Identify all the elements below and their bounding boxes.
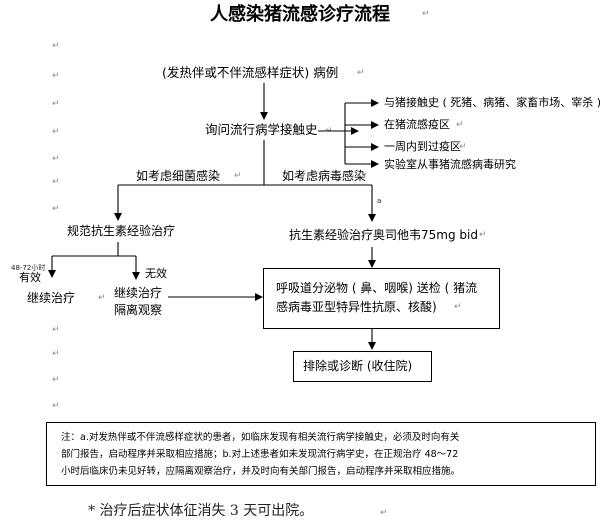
paragraph-mark: ↵	[454, 302, 462, 312]
epidemiology-inquiry: 询问流行病学接触史	[205, 122, 318, 137]
diagnosis-text: 排除或诊断 (收住院)	[303, 359, 413, 373]
sample-test-box: 呼吸道分泌物 ( 鼻、咽喉) 送检 ( 猪流 感病毒亚型特异性抗原、核酸) ↵	[263, 268, 500, 329]
continue-isolate-line1: 继续治疗	[114, 286, 163, 300]
paragraph-mark: ↵	[52, 41, 60, 51]
bacterial-branch-label: 如考虑细菌感染	[136, 169, 221, 183]
diagnosis-box: 排除或诊断 (收住院)	[293, 351, 432, 382]
effective-label: 有效	[19, 271, 41, 284]
paragraph-mark: ↵	[380, 508, 388, 518]
paragraph-mark: ↵	[52, 375, 60, 385]
start-case: (发热伴或不伴流感样症状) 病例	[162, 65, 339, 80]
viral-treatment: 抗生素经验治疗奥司他韦75mg bid	[289, 228, 478, 242]
contact-item: 实验室从事猪流感病毒研究	[384, 158, 516, 171]
paragraph-mark: ↵	[52, 349, 60, 359]
sample-box-line1: 呼吸道分泌物 ( 鼻、咽喉) 送检 ( 猪流	[276, 281, 478, 295]
contact-item: 与猪接触史 ( 死猪、病猪、家畜市场、宰杀 )	[384, 96, 600, 109]
contact-item: 一周内到过疫区	[384, 140, 461, 153]
paragraph-mark: ↵	[479, 230, 487, 240]
paragraph-mark: ↵	[98, 293, 106, 303]
paragraph-mark: ↵	[52, 177, 60, 187]
paragraph-mark: ↵	[52, 99, 60, 109]
page-title: 人感染猪流感诊疗流程	[210, 4, 390, 25]
paragraph-mark: ↵	[52, 154, 60, 164]
paragraph-mark: ↵	[52, 204, 60, 214]
paragraph-mark: ↵	[52, 325, 60, 335]
paragraph-mark: ↵	[325, 126, 333, 136]
sample-box-line2: 感病毒亚型特异性抗原、核酸)	[276, 300, 437, 314]
paragraph-mark: ↵	[422, 9, 430, 19]
continue-treatment: 继续治疗	[27, 291, 76, 305]
discharge-note: * 治疗后症状体征消失 3 天可出院。	[88, 503, 314, 519]
note-line2: 部门报告，启动程序并采取相应措施；b.对上述患者如未发现流行病学史，在正规治疗 …	[61, 449, 459, 460]
paragraph-mark: ↵	[456, 120, 464, 130]
paragraph-mark: ↵	[52, 71, 60, 81]
ineffective-label: 无效	[145, 267, 167, 280]
footnote-marker-a: a	[377, 197, 382, 205]
continue-isolate-line2: 隔离观察	[114, 303, 163, 317]
hours-label: 48-72小时	[11, 264, 46, 272]
viral-branch-label: 如考虑病毒感染	[282, 169, 367, 183]
paragraph-mark: ↵	[357, 68, 365, 78]
paragraph-mark: ↵	[459, 142, 467, 152]
note-line3: 小时后临床仍未见好转，应隔离观察治疗，并及时向有关部门报告，启动程序并采取相应措…	[61, 466, 461, 477]
bacterial-treatment: 规范抗生素经验治疗	[67, 224, 176, 238]
paragraph-mark: ↵	[234, 171, 242, 181]
contact-item: 在猪流感疫区	[384, 118, 450, 131]
notes-box: 注：a.对发热伴或不伴流感样症状的患者，如临床发现有相关流行病学接触史，必须及时…	[46, 422, 596, 486]
note-line1: 注：a.对发热伴或不伴流感样症状的患者，如临床发现有相关流行病学接触史，必须及时…	[61, 432, 460, 443]
paragraph-mark: ↵	[52, 127, 60, 137]
paragraph-mark: ↵	[52, 401, 60, 411]
